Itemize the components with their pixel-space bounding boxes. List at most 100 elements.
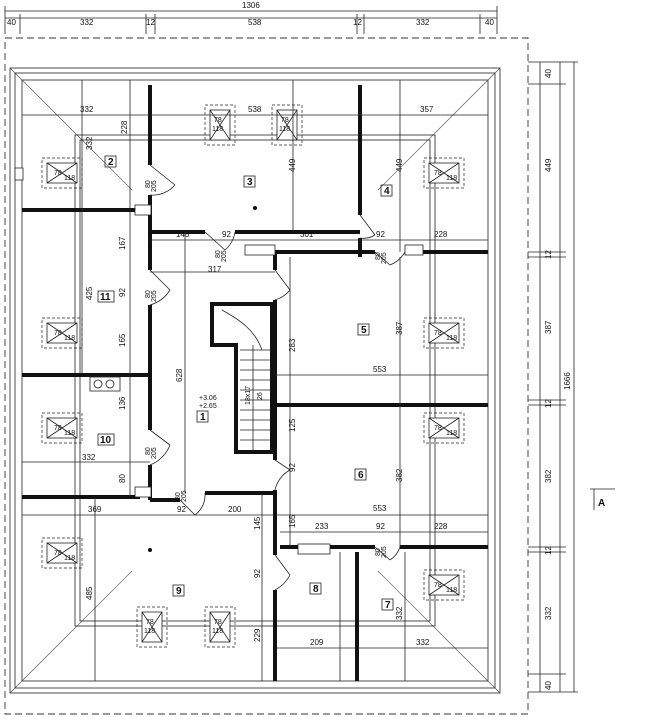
dim-int-28: 369 xyxy=(88,505,102,514)
dim-int-27: 80 xyxy=(118,474,127,483)
dim-int-15: 425 xyxy=(85,286,94,300)
door-label-3a: 80 xyxy=(145,447,152,455)
dim-int-13: 317 xyxy=(208,265,222,274)
svg-text:78: 78 xyxy=(54,425,62,432)
interior-walls xyxy=(22,85,488,681)
dim-int-5: 449 xyxy=(288,158,297,172)
roof-outline xyxy=(4,37,529,715)
dim-int-24: 382 xyxy=(395,468,404,482)
dim-right-9: 40 xyxy=(544,681,553,690)
svg-text:78: 78 xyxy=(54,550,62,557)
svg-text:11: 11 xyxy=(100,292,111,303)
svg-text:6: 6 xyxy=(358,470,364,481)
dim-int-14: 167 xyxy=(118,236,127,250)
skylight-6: 78 118 xyxy=(423,317,465,349)
svg-text:118: 118 xyxy=(279,126,290,133)
dim-int-1: 332 xyxy=(80,105,94,114)
svg-text:2: 2 xyxy=(108,157,114,168)
dim-int-42: 332 xyxy=(416,638,430,647)
dim-int-16: 92 xyxy=(118,288,127,297)
dim-int-6: 449 xyxy=(395,158,404,172)
dim-int-41: 332 xyxy=(395,606,404,620)
top-dimension-chain: 1306 40 332 12 538 12 332 40 xyxy=(4,1,498,34)
svg-text:78: 78 xyxy=(146,619,154,626)
dim-int-32: 233 xyxy=(315,522,329,531)
room-10: 10 xyxy=(97,433,115,446)
skylight-12: 78 118 xyxy=(204,606,236,648)
room-6: 6 xyxy=(354,468,367,481)
door-label-5b: 205 xyxy=(381,252,388,264)
dim-right-8: 332 xyxy=(544,606,553,620)
dim-int-19: 553 xyxy=(373,365,387,374)
svg-text:1: 1 xyxy=(200,412,206,423)
door-label-3b: 205 xyxy=(151,447,158,459)
door-label-5a: 80 xyxy=(375,252,382,260)
dim-int-3: 357 xyxy=(420,105,434,114)
svg-text:78: 78 xyxy=(281,117,289,124)
door-label-1b: 205 xyxy=(151,180,158,192)
svg-text:78: 78 xyxy=(214,619,222,626)
skylight-1: 78 118 xyxy=(204,104,236,146)
dim-int-10: 301 xyxy=(300,230,314,239)
dim-int-9: 92 xyxy=(222,230,231,239)
svg-text:118: 118 xyxy=(64,175,75,182)
dim-int-26: 332 xyxy=(82,453,96,462)
skylights: 78 118 78 118 78 118 78 118 xyxy=(41,104,465,648)
dim-int-4: 228 xyxy=(120,120,129,134)
svg-text:78: 78 xyxy=(54,170,62,177)
dim-int-33: 92 xyxy=(376,522,385,531)
svg-text:118: 118 xyxy=(64,430,75,437)
skylight-5: 78 118 xyxy=(41,317,83,349)
room-8: 8 xyxy=(309,582,322,595)
skylight-8: 78 118 xyxy=(423,412,465,444)
dim-int-18: 283 xyxy=(288,338,297,352)
dim-top-7: 40 xyxy=(485,18,494,27)
dim-right-3: 12 xyxy=(544,250,553,259)
stair-elevation-top: +3.06 xyxy=(199,395,217,402)
dim-top-5: 12 xyxy=(353,18,362,27)
section-marker-a: A xyxy=(590,488,615,510)
dim-int-31: 553 xyxy=(373,504,387,513)
room-3: 3 xyxy=(243,175,256,188)
svg-text:118: 118 xyxy=(64,555,75,562)
door-label-7b: 205 xyxy=(381,546,388,558)
dim-right-4: 387 xyxy=(544,320,553,334)
skylight-2: 78 118 xyxy=(271,104,303,146)
stair-elevation-bottom: +2.65 xyxy=(199,403,217,410)
dim-int-17: 387 xyxy=(395,321,404,335)
dim-int-35: 165 xyxy=(288,514,297,528)
dim-total-width: 1306 xyxy=(242,1,260,10)
svg-text:118: 118 xyxy=(446,587,457,594)
svg-text:118: 118 xyxy=(212,126,223,133)
svg-text:78: 78 xyxy=(214,117,222,124)
dim-right-7: 12 xyxy=(544,546,553,555)
svg-text:78: 78 xyxy=(54,330,62,337)
dim-right-6: 382 xyxy=(544,469,553,483)
interior-dimension-text: 332 538 357 228 449 449 332 145 92 301 9… xyxy=(80,105,448,647)
svg-text:118: 118 xyxy=(446,335,457,342)
right-dimension-chain: 40 449 12 387 12 382 12 332 40 1666 xyxy=(528,61,578,693)
dim-int-11: 92 xyxy=(376,230,385,239)
svg-text:78: 78 xyxy=(434,582,442,589)
room-numbers: 1 2 3 4 5 6 7 8 xyxy=(97,155,394,611)
door-label-4a: 80 xyxy=(215,250,222,258)
svg-text:78: 78 xyxy=(434,425,442,432)
svg-text:8: 8 xyxy=(313,584,319,595)
dim-int-25: 92 xyxy=(288,463,297,472)
svg-text:118: 118 xyxy=(212,628,223,635)
room-2: 2 xyxy=(104,155,117,168)
dim-int-37: 485 xyxy=(85,586,94,600)
svg-text:9: 9 xyxy=(176,586,182,597)
dim-int-30: 200 xyxy=(228,505,242,514)
interior-dimension-lines xyxy=(22,80,488,681)
svg-text:7: 7 xyxy=(385,600,391,611)
svg-text:10: 10 xyxy=(100,435,112,446)
dim-right-1: 40 xyxy=(544,69,553,78)
svg-text:5: 5 xyxy=(361,325,367,336)
room-7: 7 xyxy=(381,598,394,611)
door-label-7a: 80 xyxy=(375,548,382,556)
svg-text:118: 118 xyxy=(446,430,457,437)
svg-text:78: 78 xyxy=(434,330,442,337)
dim-total-height: 1666 xyxy=(563,372,572,390)
svg-text:4: 4 xyxy=(384,186,390,197)
